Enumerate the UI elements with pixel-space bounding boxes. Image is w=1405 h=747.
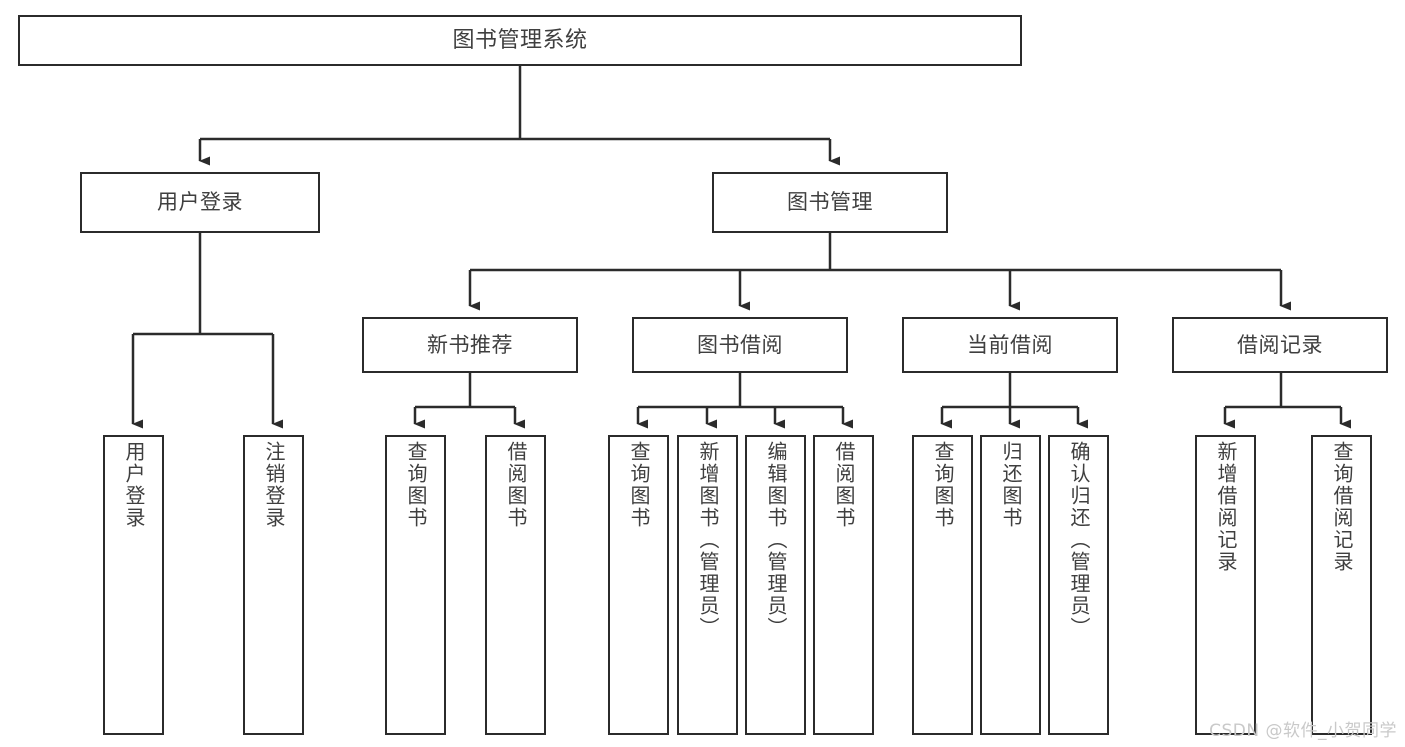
csdn-watermark: CSDN @软件_小贺同学 xyxy=(1209,721,1397,741)
node-label: 图书管理系统 xyxy=(452,27,588,53)
leaf-user-login-signout[interactable]: 注销登录 xyxy=(243,435,304,735)
node-label: 新书推荐 xyxy=(427,332,513,357)
node-current-borrowing[interactable]: 当前借阅 xyxy=(902,317,1118,373)
node-label: 新增图书（管理员） xyxy=(696,441,720,639)
leaf-borrow-add-book-admin[interactable]: 新增图书（管理员） xyxy=(677,435,738,735)
leaf-record-add-borrow-record[interactable]: 新增借阅记录 xyxy=(1195,435,1256,735)
node-label: 借阅图书 xyxy=(832,441,856,529)
node-book-management[interactable]: 图书管理 xyxy=(712,172,948,233)
node-label: 当前借阅 xyxy=(967,332,1053,357)
node-label: 查询借阅记录 xyxy=(1330,441,1354,573)
leaf-current-confirm-return-admin[interactable]: 确认归还（管理员） xyxy=(1048,435,1109,735)
node-borrowing-record[interactable]: 借阅记录 xyxy=(1172,317,1388,373)
node-label: 用户登录 xyxy=(122,441,146,529)
node-label: 借阅记录 xyxy=(1237,332,1323,357)
node-label: 新增借阅记录 xyxy=(1214,441,1238,573)
node-label: 确认归还（管理员） xyxy=(1067,441,1091,639)
node-label: 查询图书 xyxy=(931,441,955,529)
leaf-record-query-borrow-record[interactable]: 查询借阅记录 xyxy=(1311,435,1372,735)
node-label: 用户登录 xyxy=(157,190,243,215)
leaf-current-return-books[interactable]: 归还图书 xyxy=(980,435,1041,735)
node-label: 查询图书 xyxy=(627,441,651,529)
node-label: 查询图书 xyxy=(404,441,428,529)
node-root-book-management-system[interactable]: 图书管理系统 xyxy=(18,15,1022,66)
node-label: 借阅图书 xyxy=(504,441,528,529)
leaf-current-query-books[interactable]: 查询图书 xyxy=(912,435,973,735)
node-label: 图书借阅 xyxy=(697,332,783,357)
leaf-borrow-query-books[interactable]: 查询图书 xyxy=(608,435,669,735)
node-label: 归还图书 xyxy=(999,441,1023,529)
node-new-book-recommendation[interactable]: 新书推荐 xyxy=(362,317,578,373)
node-label: 图书管理 xyxy=(787,190,873,215)
leaf-borrow-edit-book-admin[interactable]: 编辑图书（管理员） xyxy=(745,435,806,735)
node-label: 注销登录 xyxy=(262,441,286,529)
node-book-borrowing[interactable]: 图书借阅 xyxy=(632,317,848,373)
leaf-new-book-borrow-books[interactable]: 借阅图书 xyxy=(485,435,546,735)
node-label: 编辑图书（管理员） xyxy=(764,441,788,639)
leaf-user-login-signin[interactable]: 用户登录 xyxy=(103,435,164,735)
node-user-login[interactable]: 用户登录 xyxy=(80,172,320,233)
leaf-new-book-query-books[interactable]: 查询图书 xyxy=(385,435,446,735)
leaf-borrow-borrow-books[interactable]: 借阅图书 xyxy=(813,435,874,735)
